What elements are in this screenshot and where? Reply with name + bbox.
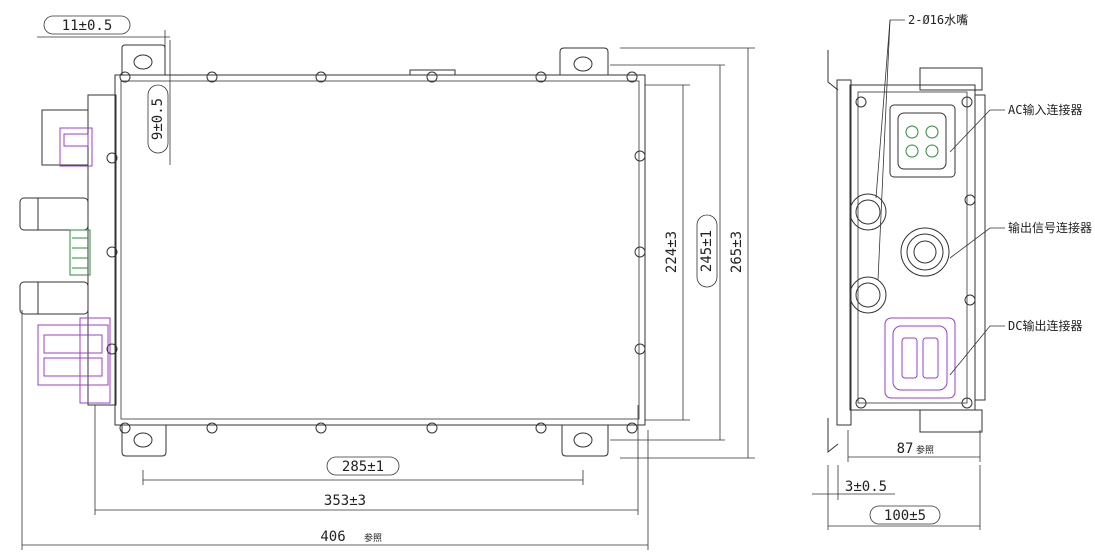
- dim-353: 353±3: [324, 493, 366, 509]
- screw: [426, 422, 438, 434]
- screw: [964, 194, 976, 206]
- dc-connector-outer: [884, 317, 956, 399]
- ac-pin: [925, 144, 939, 158]
- water-pipe-lower: [19, 281, 89, 315]
- side-view: [827, 50, 986, 454]
- left-mount-plate: [87, 94, 117, 406]
- screw: [634, 246, 646, 258]
- dim-11: 11±0.5: [62, 18, 113, 34]
- mount-hole-tr: [573, 56, 593, 72]
- leader-dc: [949, 325, 1005, 376]
- leader-ac: [949, 109, 1005, 153]
- water-nozzle-upper: [849, 193, 887, 231]
- ac-pin: [905, 125, 919, 139]
- side-left-flange: [836, 79, 852, 426]
- leader-signal: [949, 227, 1005, 259]
- screw: [315, 71, 327, 83]
- front-view-components: [37, 127, 111, 404]
- screw: [106, 343, 118, 355]
- screw: [855, 397, 867, 409]
- callout-leaders: [875, 19, 1005, 376]
- dim-406: 406: [320, 529, 345, 545]
- screw: [964, 294, 976, 306]
- front-signal-connector: [69, 229, 91, 276]
- side-screws: [855, 96, 976, 409]
- front-view: [19, 44, 646, 457]
- side-bottom-block: [919, 409, 983, 433]
- dim-3: 3±0.5: [845, 479, 887, 495]
- dim-285: 285±1: [342, 459, 384, 475]
- mount-hole-bl: [133, 432, 153, 448]
- callout-ac-connector: AC输入连接器: [1008, 102, 1082, 117]
- mounting-ear-bottom-left: [121, 425, 167, 457]
- screw: [961, 397, 973, 409]
- callout-dc-connector: DC输出连接器: [1008, 318, 1082, 333]
- top-bracket: [409, 69, 456, 75]
- screw: [106, 152, 118, 164]
- mount-hole-br: [573, 432, 593, 448]
- dim-100: 100±5: [884, 508, 926, 524]
- water-nozzle-lower: [849, 276, 887, 314]
- screw: [206, 71, 218, 83]
- screw: [626, 422, 638, 434]
- mounting-ear-top-left: [121, 44, 166, 75]
- side-view-components: [884, 125, 956, 399]
- side-dimension-labels: 87 参照 3±0.5 100±5: [845, 441, 941, 525]
- screw: [634, 150, 646, 162]
- mounting-ear-bottom-right: [561, 425, 609, 457]
- side-dimension-lines: [812, 430, 981, 530]
- screw: [206, 422, 218, 434]
- housing-inner-outline: [120, 80, 640, 420]
- side-bracket-top: [827, 50, 839, 91]
- front-dimension-labels: 11±0.5 9±0.5 285±1 353±3 406 参照 224±3 24…: [43, 15, 745, 545]
- side-bracket-bottom: [827, 418, 839, 454]
- dim-245: 245±1: [699, 230, 715, 272]
- left-connector-block: [41, 109, 89, 166]
- front-dc-connector: [37, 324, 109, 386]
- dim-265: 265±3: [729, 231, 745, 273]
- front-ac-connector: [59, 127, 93, 167]
- dim-224: 224±3: [664, 231, 680, 273]
- screw: [855, 96, 867, 108]
- screw: [315, 422, 327, 434]
- dim-9: 9±0.5: [150, 98, 166, 140]
- front-screws: [106, 71, 646, 434]
- screw: [626, 71, 638, 83]
- screw: [119, 422, 131, 434]
- dim-406-ref: 参照: [364, 532, 382, 544]
- callout-water-nozzle: 2-Ø16水嘴: [908, 13, 968, 27]
- callout-labels: 2-Ø16水嘴 AC输入连接器 输出信号连接器 DC输出连接器: [908, 13, 1092, 333]
- dim-87: 87: [897, 441, 914, 457]
- mount-hole-tl: [133, 54, 153, 70]
- side-top-block: [919, 67, 983, 91]
- housing-outline: [114, 74, 646, 426]
- water-pipe-upper: [19, 197, 89, 231]
- signal-connector-body: [900, 227, 950, 277]
- ac-pin: [905, 144, 919, 158]
- dc-connector-inner: [892, 325, 948, 391]
- front-dimension-lines: [21, 30, 755, 550]
- ac-pin: [925, 125, 939, 139]
- screw: [426, 71, 438, 83]
- callout-signal-connector: 输出信号连接器: [1008, 220, 1092, 235]
- dim-87-ref: 参照: [916, 444, 934, 456]
- screw: [634, 343, 646, 355]
- screw: [535, 422, 547, 434]
- ac-connector-body: [889, 104, 956, 178]
- side-housing-inner: [857, 91, 968, 404]
- screw: [961, 96, 973, 108]
- mounting-ear-top-right: [559, 47, 609, 75]
- screw: [106, 246, 118, 258]
- side-housing-outline: [849, 84, 976, 411]
- screw: [119, 71, 131, 83]
- screw: [535, 71, 547, 83]
- side-right-flange: [974, 94, 986, 401]
